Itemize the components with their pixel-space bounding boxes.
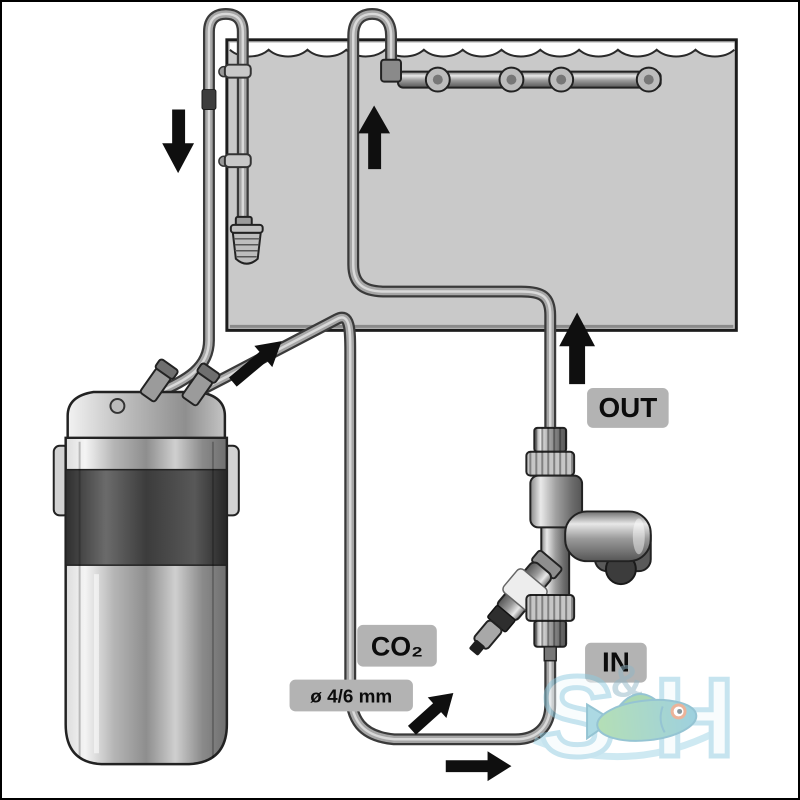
diffuser-bottom-nut-knurl — [534, 620, 567, 647]
spray-bar-ring-center — [432, 74, 443, 85]
label-co2-text: CO₂ — [371, 632, 423, 662]
hose-connector-sleeve — [201, 89, 217, 110]
diffuser-body — [529, 474, 584, 529]
label-tube-size-text: ø 4/6 mm — [310, 686, 392, 707]
filter-dark-band — [64, 468, 228, 566]
co2-diffuser — [469, 426, 652, 662]
intake-strainer — [229, 215, 264, 265]
label-out-text: OUT — [598, 392, 657, 423]
diffuser-bottom-stub — [543, 646, 557, 662]
diffuser-barrel — [564, 510, 652, 563]
filter-out-hose-sheen — [195, 316, 552, 741]
intake-assembly — [153, 7, 264, 399]
diffuser-union-knurl — [526, 451, 575, 476]
flow-arrow-down-icon — [162, 109, 195, 174]
pipe-clamp — [218, 153, 252, 169]
flow-arrow-filter-out-icon — [229, 341, 282, 387]
watermark-swoosh — [533, 730, 715, 761]
spray-bar-ring-center — [556, 74, 567, 85]
co2-check-valve — [469, 549, 563, 656]
spray-bar — [397, 66, 662, 93]
diffuser-barrel-highlight — [632, 518, 645, 555]
label-out-bg — [587, 388, 669, 428]
watermark-letter-s: S — [539, 653, 615, 781]
label-in-text: IN — [602, 647, 630, 678]
watermark-logo: S & H — [533, 651, 737, 784]
spray-bar-ring-center — [643, 74, 654, 85]
diffuser-lower-union-knurl — [526, 595, 575, 621]
label-out: OUT — [587, 388, 669, 428]
canister-filter — [52, 390, 240, 766]
filter-out-hose — [191, 311, 557, 746]
return-hose — [347, 7, 557, 442]
flow-arrow-up-out-icon — [559, 312, 596, 385]
watermark-fish-icon — [586, 693, 698, 742]
label-co2-bg — [357, 624, 437, 667]
label-tube-size: ø 4/6 mm — [289, 679, 413, 712]
diffuser-top-nut-knurl — [534, 427, 567, 452]
label-in: IN — [585, 642, 647, 683]
spray-bar-ring-center — [506, 74, 517, 85]
filter-out-hose-fill — [193, 313, 554, 744]
filter-output-connector — [181, 362, 221, 407]
flow-arrow-co2-in-icon — [407, 693, 454, 735]
label-tube-size-bg — [289, 679, 413, 712]
filter-intake-connector — [139, 358, 179, 403]
intake-hose-sheen — [157, 12, 245, 394]
pipe-clamp — [218, 63, 252, 79]
flow-arrow-right-icon — [445, 751, 512, 782]
flow-arrow-up-tank-icon — [358, 105, 391, 170]
return-hose-sheen — [351, 12, 552, 438]
spray-bar-elbow — [380, 58, 402, 83]
water-surface-line — [229, 48, 735, 58]
co2-inlet-tip — [469, 640, 485, 656]
label-in-bg — [585, 642, 647, 683]
filter-out-hose-path — [191, 311, 557, 746]
label-co2: CO₂ — [357, 624, 437, 667]
filter-primer-button — [109, 398, 126, 414]
